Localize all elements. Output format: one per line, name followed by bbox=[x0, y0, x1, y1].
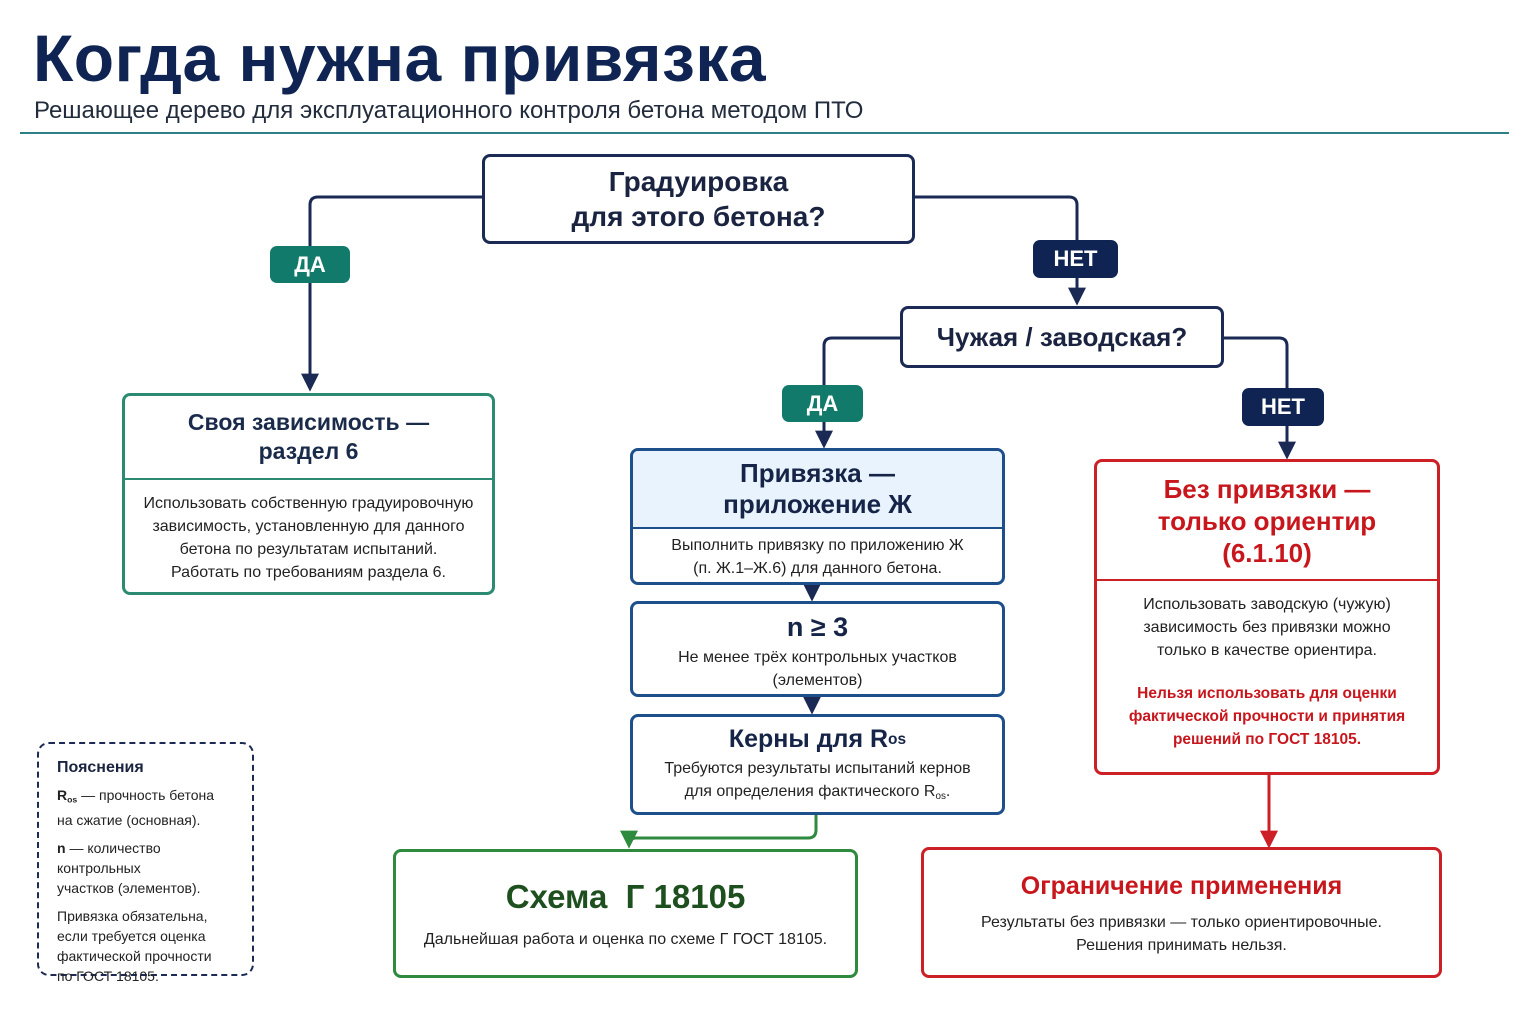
no-binding-title-line1: Без привязки — bbox=[1163, 473, 1371, 504]
own-dependency-body-line: Использовать собственную градуировочную bbox=[143, 495, 474, 512]
min-sections-body-line: Не менее трёх контрольных участков bbox=[678, 649, 957, 666]
min-sections-body: Не менее трёх контрольных участков (элем… bbox=[633, 643, 1002, 692]
legend-ros-desc: — прочность бетона bbox=[77, 787, 215, 803]
yes-label-middle: ДА bbox=[782, 385, 863, 422]
cores-body-subscript: os bbox=[935, 790, 946, 802]
line-q2-no bbox=[1224, 336, 1296, 460]
scheme-box: Схема Г 18105 Дальнейшая работа и оценка… bbox=[393, 849, 858, 978]
legend-binding-note: Привязка обязательна, если требуется оце… bbox=[57, 906, 242, 986]
no-binding-warning-line: фактической прочности и принятия bbox=[1128, 708, 1406, 725]
own-dependency-body: Использовать собственную градуировочную … bbox=[125, 480, 492, 584]
no-binding-title: Без привязки — только ориентир (6.1.10) bbox=[1097, 462, 1437, 581]
no-binding-body-line: зависимость без привязки можно bbox=[1143, 619, 1391, 636]
limitation-box: Ограничение применения Результаты без пр… bbox=[921, 847, 1442, 978]
binding-appendix-title: Привязка — приложение Ж bbox=[633, 451, 1002, 529]
own-dependency-body-line: бетона по результатам испытаний. bbox=[179, 541, 438, 558]
cores-body-text: для определения фактического R bbox=[684, 783, 936, 800]
legend-n: n — количество контрольных участков (элем… bbox=[57, 838, 242, 898]
legend-ros: Ros — прочность бетона на сжатие (основна… bbox=[57, 785, 242, 830]
min-sections-body-line: (элементов) bbox=[772, 672, 863, 689]
legend-n-symbol: n bbox=[57, 839, 66, 856]
question-foreign-factory: Чужая / заводская? bbox=[900, 306, 1224, 368]
min-sections-box: n ≥ 3 Не менее трёх контрольных участков… bbox=[630, 601, 1005, 697]
own-dependency-body-line: Работать по требованиям раздела 6. bbox=[171, 564, 446, 581]
yes-label-left: ДА bbox=[270, 246, 350, 283]
cores-body-line: Требуются результаты испытаний кернов bbox=[664, 760, 971, 777]
no-binding-warning-line: решений по ГОСТ 18105. bbox=[1172, 731, 1362, 748]
binding-appendix-title-line1: Привязка — bbox=[740, 458, 895, 488]
legend-notes: Пояснения Ros — прочность бетона на сжати… bbox=[37, 742, 254, 984]
scheme-title: Схема Г 18105 bbox=[505, 878, 746, 915]
header-divider bbox=[20, 132, 1509, 134]
limitation-body: Результаты без привязки — только ориенти… bbox=[924, 901, 1439, 957]
binding-appendix-box: Привязка — приложение Ж Выполнить привяз… bbox=[630, 448, 1005, 585]
cores-body-line: для определения фактического Ros. bbox=[633, 780, 1002, 808]
line-q1-no bbox=[915, 195, 1086, 306]
binding-appendix-body: Выполнить привязку по приложению Ж (п. Ж… bbox=[633, 529, 1002, 580]
limitation-body-line: Решения принимать нельзя. bbox=[1076, 937, 1287, 954]
question-calibration: Градуировка для этого бетона? bbox=[482, 154, 915, 244]
page-subtitle: Решающее дерево для эксплуатационного ко… bbox=[34, 97, 864, 124]
no-label-right: НЕТ bbox=[1033, 240, 1118, 278]
legend-n-desc: — количество контрольных bbox=[57, 839, 161, 876]
cores-body: Требуются результаты испытаний кернов дл… bbox=[633, 754, 1002, 808]
no-binding-body-line: Использовать заводскую (чужую) bbox=[1143, 596, 1391, 613]
legend-ros-symbol: R bbox=[57, 787, 68, 803]
limitation-title: Ограничение применения bbox=[1020, 872, 1343, 900]
min-sections-title: n ≥ 3 bbox=[786, 612, 849, 642]
legend-binding-line: по ГОСТ 18105. bbox=[57, 967, 159, 984]
own-dependency-title: Своя зависимость — раздел 6 bbox=[125, 396, 492, 480]
line-q2-yes bbox=[815, 336, 900, 449]
line-cores-scheme bbox=[620, 815, 818, 849]
question-calibration-line1: Градуировка bbox=[608, 166, 789, 197]
own-dependency-box: Своя зависимость — раздел 6 Использовать… bbox=[122, 393, 495, 595]
legend-n-desc2: участков (элементов). bbox=[57, 879, 201, 896]
binding-appendix-title-line2: приложение Ж bbox=[723, 489, 912, 519]
no-label-far-right: НЕТ bbox=[1242, 388, 1324, 426]
cores-title-subscript: os bbox=[888, 730, 907, 748]
no-binding-title-line2: только ориентир bbox=[1157, 505, 1377, 536]
question-calibration-line2: для этого бетона? bbox=[571, 201, 826, 232]
legend-binding-line: если требуется оценка bbox=[57, 927, 206, 944]
no-binding-body: Использовать заводскую (чужую) зависимос… bbox=[1097, 581, 1437, 662]
legend-binding-line: фактической прочности bbox=[57, 947, 212, 964]
cores-body-end: . bbox=[945, 783, 951, 800]
no-binding-warning-line: Нельзя использовать для оценки bbox=[1137, 685, 1397, 702]
own-dependency-title-line1: Своя зависимость — bbox=[187, 409, 430, 435]
line-q1-yes bbox=[301, 195, 482, 392]
limitation-body-line: Результаты без привязки — только ориенти… bbox=[981, 914, 1382, 931]
page-title: Когда нужна привязка bbox=[33, 21, 767, 95]
binding-appendix-body-line: (п. Ж.1–Ж.6) для данного бетона. bbox=[693, 560, 942, 577]
question-foreign-factory-text: Чужая / заводская? bbox=[936, 321, 1188, 352]
no-binding-body-line: только в качестве ориентира. bbox=[1157, 642, 1377, 659]
cores-title-text: Керны для R bbox=[728, 725, 889, 753]
legend-ros-desc2: на сжатие (основная). bbox=[57, 811, 201, 828]
own-dependency-title-line2: раздел 6 bbox=[258, 438, 359, 464]
no-binding-title-line3: (6.1.10) bbox=[1222, 537, 1312, 568]
legend-binding-line: Привязка обязательна, bbox=[57, 907, 208, 924]
binding-appendix-body-line: Выполнить привязку по приложению Ж bbox=[671, 537, 964, 554]
legend-title: Пояснения bbox=[57, 759, 144, 776]
scheme-body: Дальнейшая работа и оценка по схеме Г ГО… bbox=[423, 931, 828, 948]
legend-ros-subscript: os bbox=[67, 794, 78, 805]
no-binding-warning: Нельзя использовать для оценки фактическ… bbox=[1097, 662, 1437, 751]
own-dependency-body-line: зависимость, установленную для данного bbox=[152, 518, 465, 535]
no-binding-box: Без привязки — только ориентир (6.1.10) … bbox=[1094, 459, 1440, 775]
